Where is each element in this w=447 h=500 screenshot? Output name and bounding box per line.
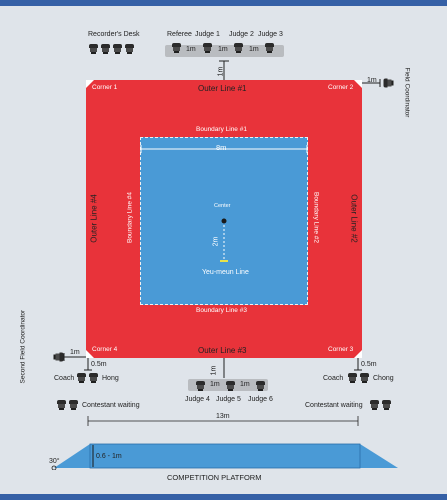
distance-label: 1m <box>367 77 377 84</box>
chair-icon <box>348 373 357 383</box>
chair-icon <box>77 373 86 383</box>
judge4-label: Judge 4 <box>185 396 210 403</box>
chair-icon <box>101 44 110 54</box>
chair-icon <box>113 44 122 54</box>
distance-2m-label: 2m <box>212 236 220 247</box>
chair-icon <box>360 373 369 383</box>
center-label: Center <box>214 203 231 209</box>
outer-line-3-label: Outer Line #3 <box>198 346 247 355</box>
distance-label: 1m <box>218 46 228 53</box>
recorders-desk-label: Recorder's Desk <box>88 31 140 38</box>
chair-icon <box>203 43 212 53</box>
chair-icon <box>370 400 379 410</box>
contestant-waiting-right-label: Contestant waiting <box>305 402 363 409</box>
distance-label: 0.5m <box>361 361 377 368</box>
judge3-label: Judge 3 <box>258 31 283 38</box>
distance-label: 1m <box>249 46 259 53</box>
corner3-label: Corner 3 <box>328 346 354 353</box>
judges-bench-top <box>165 45 284 57</box>
boundary-line-3-label: Boundary Line #3 <box>196 307 247 314</box>
chair-icon <box>57 400 66 410</box>
boundary-line-4-label: Boundary Line #4 <box>126 192 134 243</box>
outer-line-1-label: Outer Line #1 <box>198 84 247 93</box>
judge1-label: Judge 1 <box>195 31 220 38</box>
distance-label: 1m <box>186 46 196 53</box>
field-coordinator-label: Field Coordinator <box>403 67 411 118</box>
distance-label: 0.5m <box>91 361 107 368</box>
coach-left-label: Coach <box>54 375 75 382</box>
hong-label: Hong <box>102 375 119 382</box>
distance-label: 1m <box>217 66 225 77</box>
corner-markers <box>86 80 362 358</box>
distance-label: 1m <box>210 381 220 388</box>
chair-icon <box>53 352 64 362</box>
inner-markings <box>140 145 308 262</box>
contestant-waiting-left-label: Contestant waiting <box>82 402 140 409</box>
bottom-banner <box>0 494 447 500</box>
corner1-label: Corner 1 <box>92 84 118 91</box>
chair-icon <box>382 400 391 410</box>
judge5-label: Judge 5 <box>216 396 241 403</box>
chair-icon <box>125 44 134 54</box>
competition-platform-label: COMPETITION PLATFORM <box>167 473 262 482</box>
yeumeun-line-label: Yeu-meun Line <box>202 269 249 276</box>
chair-icon <box>383 78 394 88</box>
corner2-label: Corner 2 <box>328 84 354 91</box>
chair-icon <box>89 373 98 383</box>
distance-label: 1m <box>70 349 80 356</box>
boundary-line-2-label: Boundary Line #2 <box>312 192 320 243</box>
distance-label: 1m <box>240 381 250 388</box>
chair-icon <box>265 43 274 53</box>
chair-icon <box>69 400 78 410</box>
competition-platform <box>51 443 398 470</box>
chair-icon <box>196 381 205 391</box>
chair-icon <box>234 43 243 53</box>
outer-line-4-label: Outer Line #4 <box>89 194 99 243</box>
corner4-label: Corner 4 <box>92 346 118 353</box>
coach-right-label: Coach <box>323 375 344 382</box>
second-field-coordinator-label: Second Field Coordinator <box>19 309 27 384</box>
judge2-label: Judge 2 <box>229 31 254 38</box>
top-banner <box>0 0 447 6</box>
angle-label: 30° <box>49 458 60 465</box>
judge6-label: Judge 6 <box>248 396 273 403</box>
platform-height-label: 0.6 - 1m <box>96 453 122 460</box>
chair-icon <box>226 381 235 391</box>
distance-13m-label: 13m <box>216 413 230 420</box>
chair-icon <box>256 381 265 391</box>
distance-label: 1m <box>210 365 218 376</box>
referee-label: Referee <box>167 31 192 38</box>
boundary-line-1-label: Boundary Line #1 <box>196 126 247 133</box>
chair-icon <box>89 44 98 54</box>
width-8m-label: 8m <box>216 143 227 152</box>
chong-label: Chong <box>373 375 394 382</box>
outer-line-2-label: Outer Line #2 <box>349 194 359 243</box>
chair-icon <box>172 43 181 53</box>
